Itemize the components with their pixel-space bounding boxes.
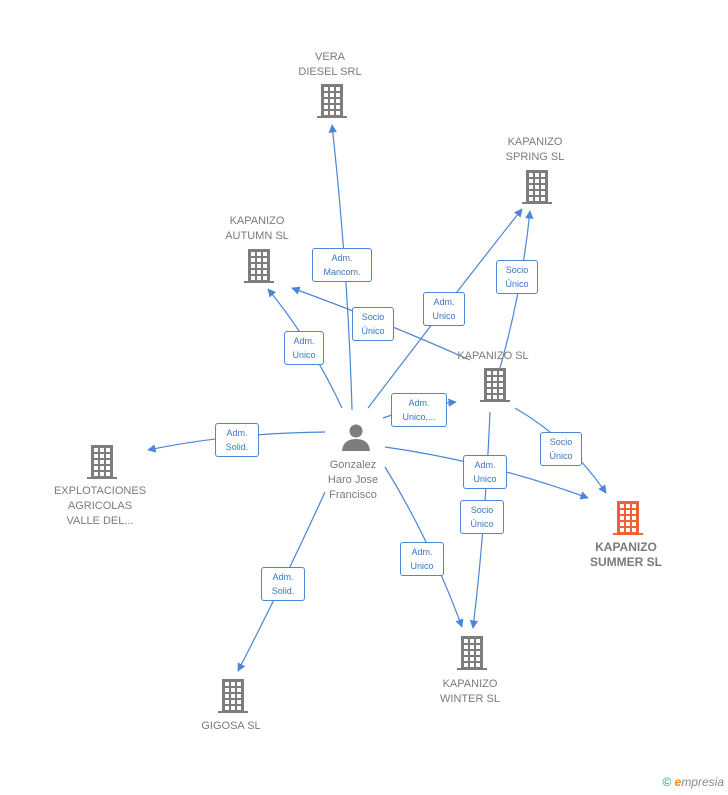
edge-label-center-to-autumn[interactable]: Adm. Unico bbox=[284, 331, 324, 365]
building-icon-vera[interactable] bbox=[317, 84, 347, 118]
edge-label-center-to-kapanizo[interactable]: Adm. Unico,... bbox=[391, 393, 447, 427]
edge-label-center-to-gigosa[interactable]: Adm. Solid. bbox=[261, 567, 305, 601]
brand-name: mpresia bbox=[681, 775, 724, 789]
edge-label-center-to-summer[interactable]: Adm. Unico bbox=[463, 455, 507, 489]
edge-label-kapanizo-to-autumn[interactable]: Socio Único bbox=[352, 307, 394, 341]
edge-label-center-to-vera[interactable]: Adm. Mancom. bbox=[312, 248, 372, 282]
edge-label-center-to-spring[interactable]: Adm. Unico bbox=[423, 292, 465, 326]
edge-label-kapanizo-to-summer[interactable]: Socio Único bbox=[540, 432, 582, 466]
person-icon[interactable] bbox=[342, 424, 370, 452]
node-label-kapanizo[interactable]: KAPANIZO SL bbox=[457, 350, 529, 362]
building-icon-spring[interactable] bbox=[522, 170, 552, 204]
node-label-summer[interactable]: KAPANIZO SUMMER SL bbox=[590, 540, 662, 569]
brand-e: e bbox=[674, 775, 682, 789]
copyright-symbol: © bbox=[662, 775, 672, 789]
node-label-center[interactable]: Gonzalez Haro Jose Francisco bbox=[327, 459, 379, 501]
node-label-explot[interactable]: EXPLOTACIONES AGRICOLAS VALLE DEL... bbox=[53, 485, 147, 527]
edge-label-kapanizo-to-winter[interactable]: Socio Único bbox=[460, 500, 504, 534]
building-icon-summer[interactable] bbox=[613, 501, 643, 535]
building-icon-autumn[interactable] bbox=[244, 249, 274, 283]
node-label-winter[interactable]: KAPANIZO WINTER SL bbox=[440, 678, 500, 705]
node-label-vera[interactable]: VERA DIESEL SRL bbox=[298, 51, 362, 78]
node-label-autumn[interactable]: KAPANIZO AUTUMN SL bbox=[225, 215, 289, 242]
building-icon-gigosa[interactable] bbox=[218, 679, 248, 713]
node-label-spring[interactable]: KAPANIZO SPRING SL bbox=[505, 136, 565, 163]
building-icon-explot[interactable] bbox=[87, 445, 117, 479]
building-icon-winter[interactable] bbox=[457, 636, 487, 670]
edge-label-center-to-explot[interactable]: Adm. Solid. bbox=[215, 423, 259, 457]
edge-label-kapanizo-to-spring[interactable]: Socio Único bbox=[496, 260, 538, 294]
edge-label-center-to-winter[interactable]: Adm. Unico bbox=[400, 542, 444, 576]
node-label-gigosa[interactable]: GIGOSA SL bbox=[201, 720, 261, 732]
building-icon-kapanizo[interactable] bbox=[480, 368, 510, 402]
footer-brand: © empresia bbox=[662, 775, 724, 789]
